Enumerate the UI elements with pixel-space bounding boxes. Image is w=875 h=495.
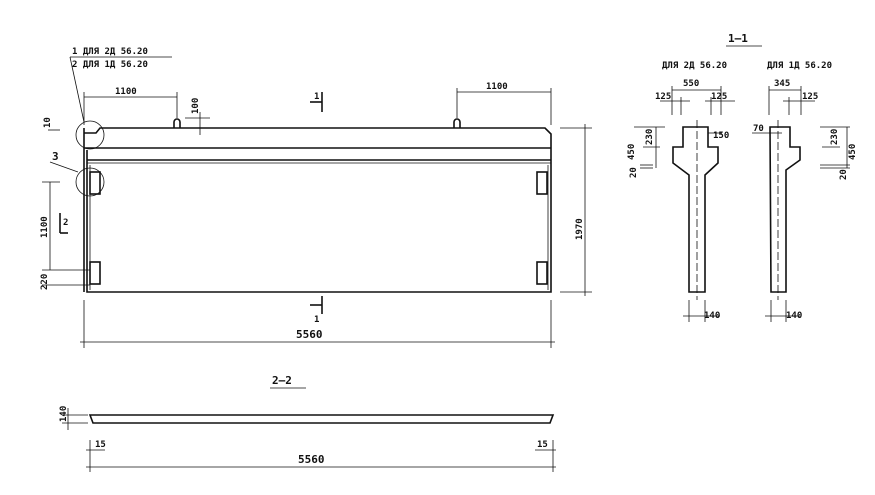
dim-length-22: 5560 <box>298 453 325 466</box>
dim-top-step: 10 <box>43 117 53 128</box>
dim-140-left: 140 <box>704 311 720 321</box>
dim-bottom-insert: 220 <box>40 274 50 290</box>
callout-leader <box>69 56 172 123</box>
dim-230-left: 230 <box>645 129 655 145</box>
dim-125-b: 125 <box>711 92 727 102</box>
section-11-title: 1—1 <box>728 32 748 45</box>
section-11-right-profile <box>752 86 850 322</box>
dim-70: 70 <box>753 124 764 134</box>
dim-20-left: 20 <box>629 167 639 178</box>
dim-450-right: 450 <box>848 144 858 160</box>
dim-345: 345 <box>774 79 790 89</box>
slab-plan <box>49 118 552 293</box>
dim-left-15: 15 <box>95 440 106 450</box>
dim-thickness: 140 <box>59 406 69 422</box>
dim-125-a: 125 <box>655 92 671 102</box>
dim-550: 550 <box>683 79 699 89</box>
dim-height: 1970 <box>575 218 585 240</box>
section-mark-bottom: 1 <box>314 315 319 325</box>
dim-140-right: 140 <box>786 311 802 321</box>
section-mark-side: 2 <box>63 218 68 228</box>
dim-230-right: 230 <box>830 129 840 145</box>
section-11-left-label: ДЛЯ 2Д 56.20 <box>662 61 727 71</box>
dim-length: 5560 <box>296 328 323 341</box>
dim-450-left: 450 <box>627 144 637 160</box>
dim-loop-height: 100 <box>191 98 201 114</box>
section-mark-top: 1 <box>314 92 319 102</box>
dim-150: 150 <box>713 131 729 141</box>
dim-left-insert: 1100 <box>40 216 50 238</box>
section-22-title: 2—2 <box>272 374 292 387</box>
callout-1: 1 ДЛЯ 2Д 56.20 <box>72 47 148 57</box>
section-11-right-label: ДЛЯ 1Д 56.20 <box>767 61 832 71</box>
callout-2: 2 ДЛЯ 1Д 56.20 <box>72 60 148 70</box>
dim-125-c: 125 <box>802 92 818 102</box>
section-11-left-profile <box>634 86 735 322</box>
section-22-profile <box>62 408 556 472</box>
dim-right-loop: 1100 <box>486 82 508 92</box>
dim-20-right: 20 <box>839 169 849 180</box>
dim-left-loop: 1100 <box>115 87 137 97</box>
detail-3-label: 3 <box>52 150 59 163</box>
plan-dimensions <box>42 88 592 348</box>
dim-right-15: 15 <box>537 440 548 450</box>
